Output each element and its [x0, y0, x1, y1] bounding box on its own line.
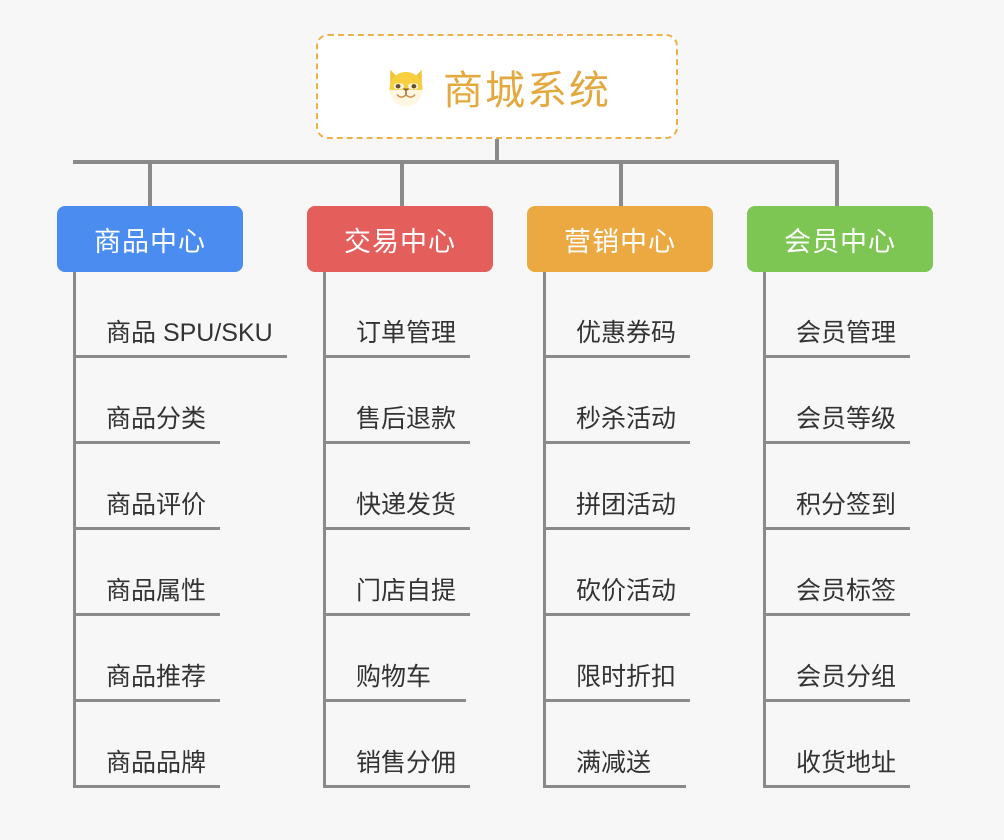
list-item[interactable]: 商品 SPU/SKU: [76, 272, 287, 358]
list-item[interactable]: 砍价活动: [546, 530, 691, 616]
list-item-label: 门店自提: [356, 576, 457, 605]
list-item[interactable]: 积分签到: [766, 444, 911, 530]
list-item[interactable]: 会员管理: [766, 272, 911, 358]
branch-header-label: 营销中心: [564, 226, 676, 257]
list-item-label: 商品品牌: [106, 748, 207, 777]
list-item-label: 会员等级: [796, 404, 897, 433]
list-item[interactable]: 会员标签: [766, 530, 911, 616]
list-item-label: 销售分佣: [356, 748, 457, 777]
list-item-label: 收货地址: [796, 748, 897, 777]
list-item[interactable]: 满减送: [546, 702, 686, 788]
branch-column-trade: 交易中心 订单管理 售后退款 快递发货 门店自提 购物车 销售分佣: [307, 206, 493, 788]
shiba-dog-face-icon: [383, 64, 429, 110]
list-item[interactable]: 拼团活动: [546, 444, 691, 530]
list-item-label: 优惠券码: [576, 318, 677, 347]
list-item-label: 购物车: [356, 662, 432, 691]
list-item[interactable]: 会员等级: [766, 358, 911, 444]
list-item-label: 秒杀活动: [576, 404, 677, 433]
list-item[interactable]: 优惠券码: [546, 272, 691, 358]
list-item-label: 商品属性: [106, 576, 207, 605]
branch-column-marketing: 营销中心 优惠券码 秒杀活动 拼团活动 砍价活动 限时折扣 满减送: [527, 206, 713, 788]
list-item[interactable]: 商品属性: [76, 530, 221, 616]
list-item-label: 商品分类: [106, 404, 207, 433]
root-title: 商城系统: [443, 68, 611, 113]
list-item[interactable]: 限时折扣: [546, 616, 691, 702]
list-item-label: 会员分组: [796, 662, 897, 691]
branch-item-list-member: 会员管理 会员等级 积分签到 会员标签 会员分组 收货地址: [763, 272, 911, 788]
list-item[interactable]: 商品分类: [76, 358, 221, 444]
list-item-label: 积分签到: [796, 490, 897, 519]
connector-drop-1: [400, 160, 404, 206]
list-item[interactable]: 销售分佣: [326, 702, 471, 788]
branch-header-label: 交易中心: [344, 226, 456, 257]
branch-item-list-trade: 订单管理 售后退款 快递发货 门店自提 购物车 销售分佣: [323, 272, 471, 788]
list-item[interactable]: 快递发货: [326, 444, 471, 530]
list-item[interactable]: 商品品牌: [76, 702, 221, 788]
list-item-label: 订单管理: [356, 318, 457, 347]
list-item[interactable]: 秒杀活动: [546, 358, 691, 444]
branch-item-list-product: 商品 SPU/SKU 商品分类 商品评价 商品属性 商品推荐 商品品牌: [73, 272, 287, 788]
branch-header-label: 商品中心: [94, 226, 206, 257]
list-item-label: 砍价活动: [576, 576, 677, 605]
list-item-label: 满减送: [576, 748, 652, 777]
list-item-label: 限时折扣: [576, 662, 677, 691]
list-item[interactable]: 门店自提: [326, 530, 471, 616]
branch-header-member[interactable]: 会员中心: [747, 206, 933, 272]
branch-header-label: 会员中心: [784, 226, 896, 257]
connector-root-stem: [495, 139, 499, 162]
list-item-label: 商品推荐: [106, 662, 207, 691]
list-item[interactable]: 商品评价: [76, 444, 221, 530]
list-item-label: 会员管理: [796, 318, 897, 347]
list-item-label: 售后退款: [356, 404, 457, 433]
branch-column-member: 会员中心 会员管理 会员等级 积分签到 会员标签 会员分组 收货地址: [747, 206, 933, 788]
connector-drop-0: [148, 160, 152, 206]
list-item-label: 商品 SPU/SKU: [106, 318, 273, 347]
branch-header-trade[interactable]: 交易中心: [307, 206, 493, 272]
connector-bus: [73, 160, 837, 164]
root-node[interactable]: 商城系统: [316, 34, 678, 139]
branch-item-list-marketing: 优惠券码 秒杀活动 拼团活动 砍价活动 限时折扣 满减送: [543, 272, 691, 788]
branch-header-product[interactable]: 商品中心: [57, 206, 243, 272]
list-item[interactable]: 订单管理: [326, 272, 471, 358]
list-item[interactable]: 收货地址: [766, 702, 911, 788]
list-item[interactable]: 商品推荐: [76, 616, 221, 702]
list-item-label: 拼团活动: [576, 490, 677, 519]
connector-drop-3: [835, 160, 839, 206]
list-item-label: 快递发货: [356, 490, 457, 519]
branch-column-product: 商品中心 商品 SPU/SKU 商品分类 商品评价 商品属性 商品推荐 商品品牌: [57, 206, 287, 788]
list-item-label: 商品评价: [106, 490, 207, 519]
list-item[interactable]: 会员分组: [766, 616, 911, 702]
list-item[interactable]: 购物车: [326, 616, 466, 702]
branch-header-marketing[interactable]: 营销中心: [527, 206, 713, 272]
connector-drop-2: [619, 160, 623, 206]
list-item[interactable]: 售后退款: [326, 358, 471, 444]
list-item-label: 会员标签: [796, 576, 897, 605]
